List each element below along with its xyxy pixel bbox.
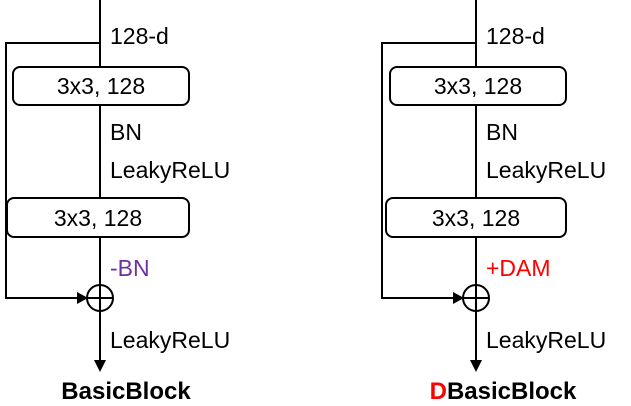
title-rest: BasicBlock <box>447 378 577 405</box>
arrowhead-icon <box>94 360 106 372</box>
norm-label: BN <box>486 119 518 145</box>
activation-label: LeakyReLU <box>486 157 606 183</box>
input-dim-label: 128-d <box>110 23 169 49</box>
conv2-label: 3x3, 128 <box>54 205 142 231</box>
norm-label: BN <box>110 119 142 145</box>
conv1-label: 3x3, 128 <box>434 73 522 99</box>
title-highlight-letter: D <box>430 378 447 405</box>
circle-plus-icon <box>462 284 490 312</box>
arrowhead-icon <box>453 292 464 304</box>
dam-annotation: +DAM <box>486 255 551 281</box>
circle-plus-icon <box>86 284 114 312</box>
input-dim-label: 128-d <box>486 23 545 49</box>
block-title: DBasicBlock <box>430 378 577 405</box>
basic-block-diagram: 3x3, 128 3x3, 128 128-d BN LeakyReLU -BN… <box>5 0 230 405</box>
conv1-label: 3x3, 128 <box>57 73 145 99</box>
activation-label: LeakyReLU <box>110 157 230 183</box>
arrowhead-icon <box>470 360 482 372</box>
skip-connection-line <box>381 42 476 299</box>
output-activation-label: LeakyReLU <box>486 327 606 353</box>
conv2-label: 3x3, 128 <box>432 205 520 231</box>
bn-annotation: -BN <box>110 255 150 281</box>
dbasic-block-diagram: 3x3, 128 3x3, 128 128-d BN LeakyReLU +DA… <box>381 0 606 405</box>
block-title: BasicBlock <box>61 378 191 405</box>
arrowhead-icon <box>77 292 88 304</box>
skip-connection-line <box>5 42 100 299</box>
conv1-box <box>389 66 567 106</box>
output-activation-label: LeakyReLU <box>110 327 230 353</box>
